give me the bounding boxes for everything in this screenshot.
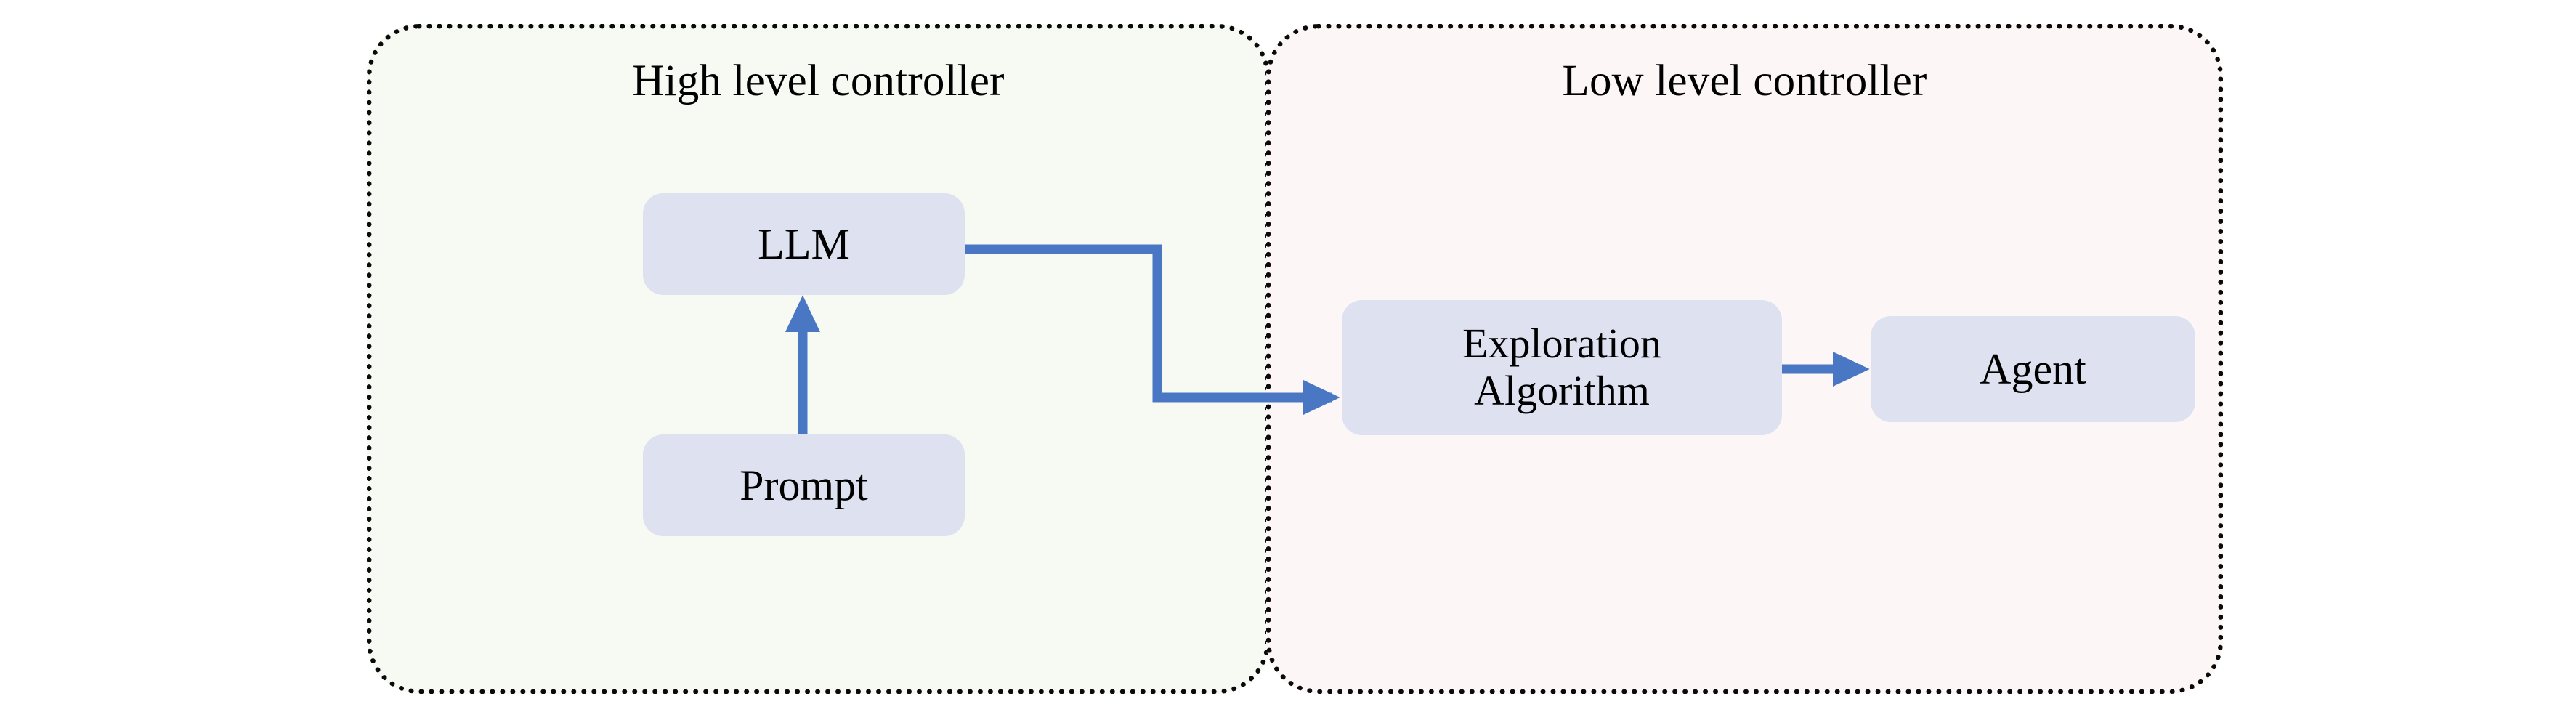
node-prompt-label: Prompt [740,461,868,509]
node-agent[interactable]: Agent [1871,316,2195,422]
node-exploration-algorithm-label: Exploration Algorithm [1462,320,1661,415]
panel-high-level-controller: High level controller [367,24,1270,694]
panel-low-level-controller-title: Low level controller [1562,57,1927,105]
node-llm-label: LLM [758,220,850,268]
node-llm[interactable]: LLM [643,193,965,295]
node-exploration-algorithm-label-line1: Exploration [1462,320,1661,368]
node-exploration-algorithm[interactable]: Exploration Algorithm [1342,300,1782,435]
panel-high-level-controller-title: High level controller [632,57,1005,105]
node-agent-label: Agent [1980,345,2086,393]
node-prompt[interactable]: Prompt [643,434,965,536]
node-exploration-algorithm-label-line2: Algorithm [1474,367,1650,414]
